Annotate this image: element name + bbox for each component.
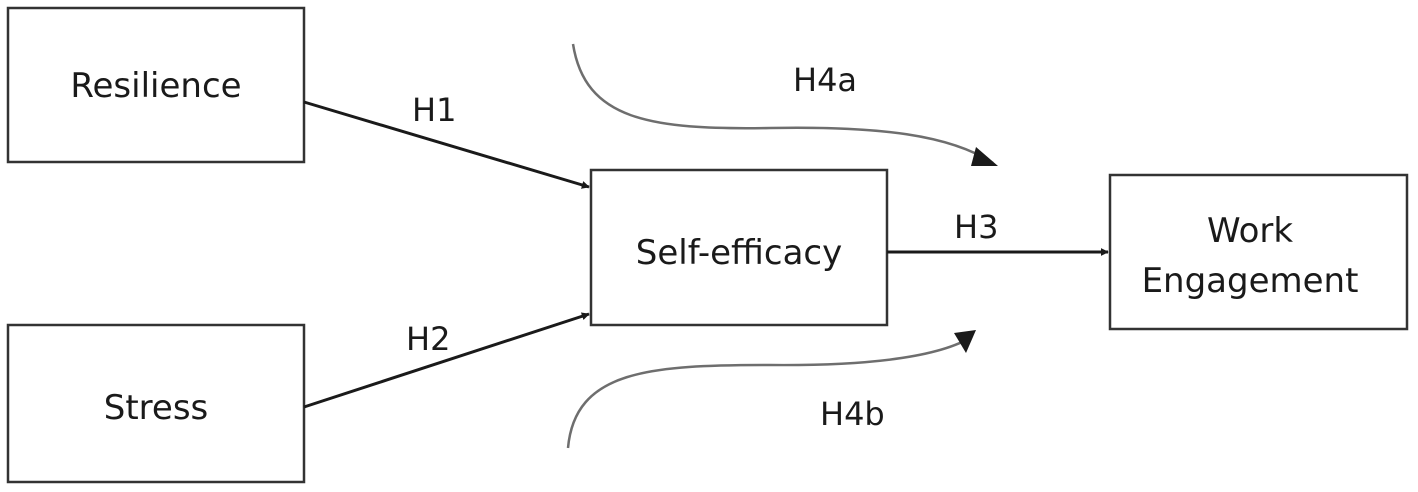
edge-h1-label: H1 (412, 91, 456, 129)
node-resilience-label: Resilience (70, 66, 241, 106)
edge-h2-arrow (303, 312, 590, 409)
edge-h4b-label: H4b (820, 395, 885, 433)
node-work-engagement-label-line2: Engagement (1142, 261, 1359, 301)
node-self-efficacy: Self-efficacy (589, 168, 889, 327)
edge-h4b-curve (566, 336, 971, 449)
edge-h1-arrow (303, 100, 590, 189)
node-work-engagement: Work Engagement (1108, 173, 1409, 331)
edge-h2-label: H2 (406, 320, 450, 358)
edge-h4a-label: H4a (793, 61, 857, 99)
edge-h4b-arrowhead (954, 330, 976, 353)
node-stress: Stress (6, 323, 306, 484)
node-resilience: Resilience (6, 6, 306, 164)
edge-h3-label: H3 (954, 208, 998, 246)
node-work-engagement-label-line1: Work (1207, 211, 1293, 251)
node-stress-label: Stress (104, 388, 209, 428)
edge-h4a-curve (571, 43, 994, 165)
node-self-efficacy-label: Self-efficacy (636, 233, 842, 273)
edge-h4a-arrowhead (971, 147, 998, 166)
